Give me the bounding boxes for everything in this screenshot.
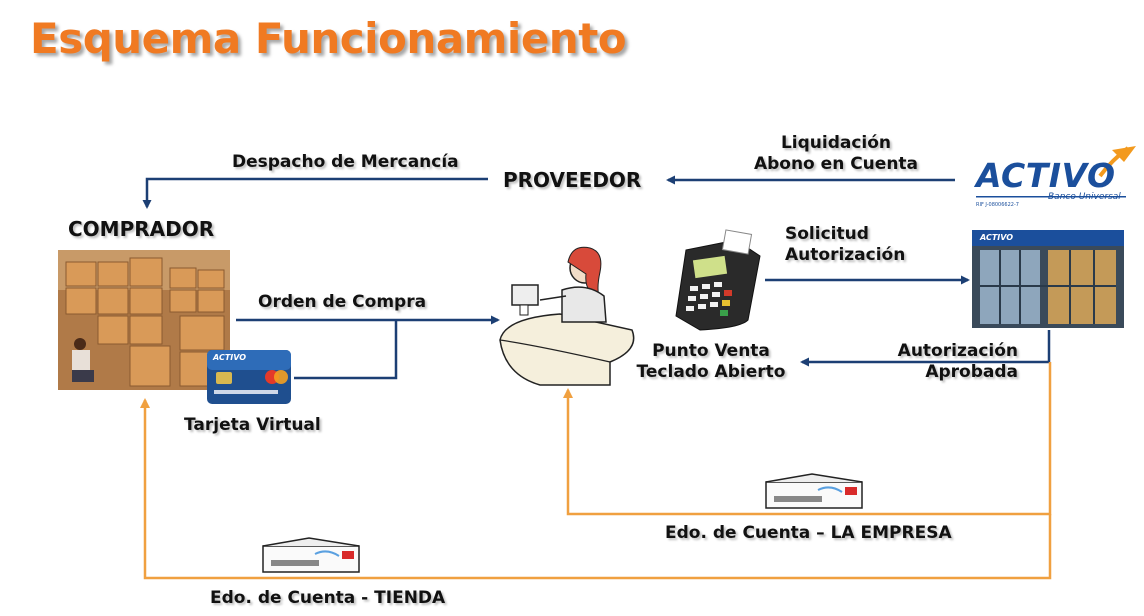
page-title: Esquema Funcionamiento (30, 14, 627, 63)
bank-logo-icon (976, 146, 1136, 198)
bank-logo: ACTIVO Banco Universal RIF J-08006622-7 (976, 156, 1121, 209)
envelope-tienda-icon (262, 537, 360, 573)
credit-card-image (207, 350, 291, 404)
envelope-empresa-icon (765, 473, 863, 509)
autorizacion-line2: Aprobada (925, 362, 1018, 382)
autorizacion-label: Autorización Aprobada (880, 341, 1018, 383)
arrow-edo-empresa (563, 362, 1052, 516)
solicitud-label: Solicitud Autorización (785, 224, 905, 266)
arrow-despacho (142, 177, 488, 209)
despacho-label: Despacho de Mercancía (232, 152, 459, 172)
pos-terminal-image (675, 229, 761, 331)
autorizacion-line1: Autorización (897, 341, 1018, 361)
warehouse-image (58, 250, 230, 390)
bank-logo-rif: RIF J-08006622-7 (976, 202, 1019, 208)
proveedor-label: PROVEEDOR (503, 168, 642, 192)
bank-logo-subtitle: Banco Universal (1048, 192, 1121, 202)
liquidacion-label: Liquidación Abono en Cuenta (750, 133, 922, 175)
punto-venta-label: Punto Venta Teclado Abierto (636, 341, 786, 383)
bank-logo-name: ACTIVO (976, 156, 1116, 195)
card-brand: ACTIVO (213, 353, 247, 362)
line-tarjeta-orden (294, 320, 398, 380)
solicitud-line2: Autorización (785, 245, 906, 265)
orden-compra-label: Orden de Compra (258, 292, 427, 312)
liquidacion-line1: Liquidación (780, 133, 892, 153)
bank-building-image (972, 230, 1124, 328)
punto-venta-line1: Punto Venta (652, 341, 770, 361)
operator-desk-image (499, 246, 635, 386)
tarjeta-label: Tarjeta Virtual (184, 415, 321, 435)
edo-empresa-label: Edo. de Cuenta – LA EMPRESA (665, 523, 952, 543)
solicitud-line1: Solicitud (785, 224, 869, 244)
comprador-label: COMPRADOR (68, 217, 215, 241)
liquidacion-line2: Abono en Cuenta (753, 154, 919, 174)
punto-venta-line2: Teclado Abierto (636, 362, 786, 382)
edo-tienda-label: Edo. de Cuenta - TIENDA (210, 588, 446, 608)
arrow-edo-tienda (140, 398, 1052, 580)
building-sign: ACTIVO (980, 233, 1014, 242)
